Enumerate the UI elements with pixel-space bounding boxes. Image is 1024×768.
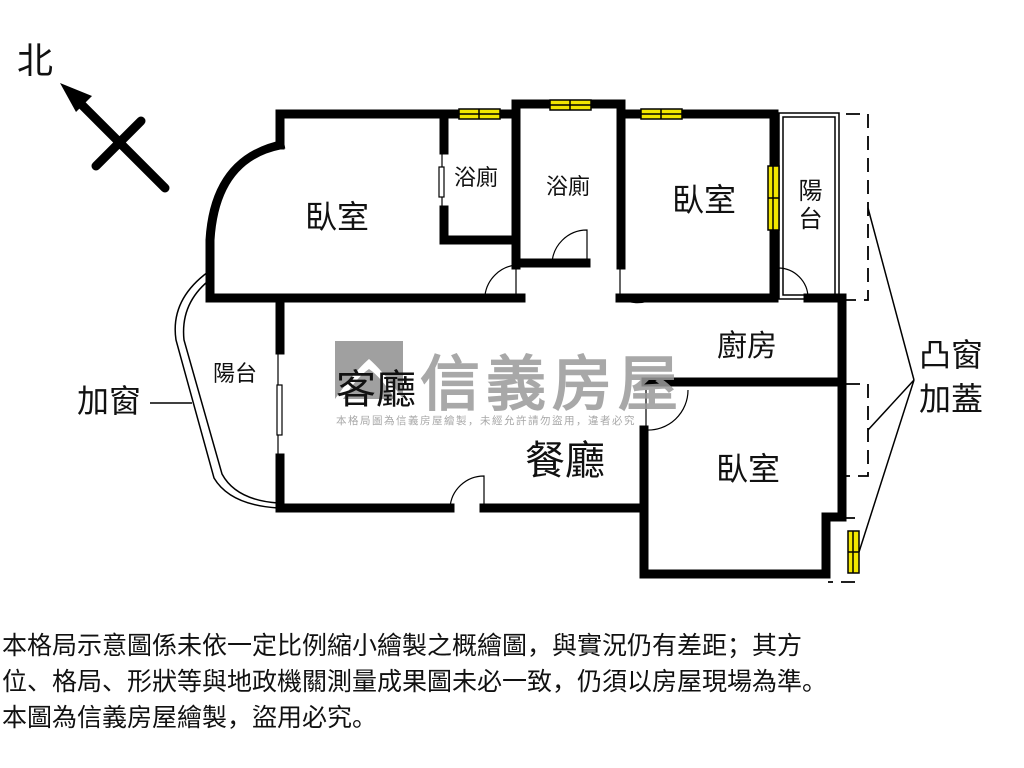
- watermark-brand: 信義房屋: [420, 350, 684, 420]
- front-balcony-railing: [174, 271, 279, 509]
- swing-doors: [449, 229, 809, 509]
- room-label-bedroom-3: 臥室: [716, 450, 781, 488]
- walls: [205, 99, 847, 579]
- annotation-bay-window-line2: 加蓋: [919, 380, 984, 418]
- north-arrow-icon: [60, 83, 170, 193]
- room-label-dining-room: 餐廳: [525, 438, 605, 484]
- disclaimer-line-2: 位、格局、形狀等與地政機關測量成果圖未必一致，仍須以房屋現場為準。: [2, 667, 828, 696]
- room-label-bathroom-1: 浴廁: [454, 166, 499, 191]
- brand-logo-icon: [335, 341, 403, 399]
- room-label-kitchen: 廚房: [717, 329, 777, 364]
- bay-window-leaders: [858, 207, 915, 553]
- disclaimer: 本格局示意圖係未依一定比例縮小繪製之概繪圖，與實況仍有差距；其方 位、格局、形狀…: [2, 628, 1022, 736]
- room-label-front-balcony: 陽台: [213, 362, 258, 387]
- north-label: 北: [17, 41, 54, 82]
- disclaimer-line-3: 本圖為信義房屋繪製，盜用必究。: [2, 703, 378, 732]
- annotation-bay-window-line1: 凸窗: [919, 336, 984, 374]
- bay-window-outlines: [828, 113, 869, 583]
- disclaimer-line-1: 本格局示意圖係未依一定比例縮小繪製之概繪圖，與實況仍有差距；其方: [2, 631, 803, 660]
- room-label-bathroom-2: 浴廁: [546, 175, 591, 200]
- floor-plan: [60, 83, 915, 583]
- annotation-added-window: 加窗: [77, 382, 142, 420]
- room-label-bedroom-2: 臥室: [672, 181, 737, 219]
- room-label-rear-balcony: 陽台: [794, 178, 822, 234]
- watermark-notice: 本格局圖為信義房屋繪製，未經允許請勿盜用，違者必究: [336, 415, 636, 427]
- sliding-doors: [276, 150, 445, 458]
- room-label-living-room: 客廳: [336, 367, 416, 413]
- room-label-master-bedroom: 臥室: [305, 198, 370, 236]
- windows: [458, 99, 860, 574]
